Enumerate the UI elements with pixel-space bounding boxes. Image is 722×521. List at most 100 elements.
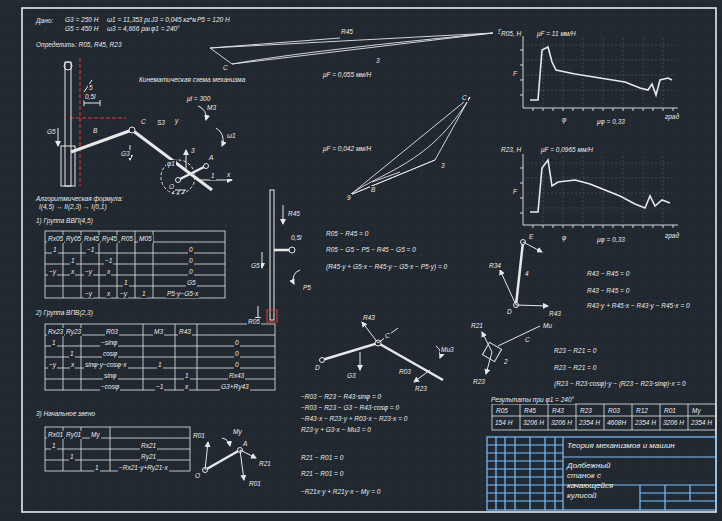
label: (R45·y + G5·x − R45·y − G5·x − P5·y) = 0 [325,263,448,271]
label: A [242,440,248,448]
label: G5 = 450 Н [64,25,99,33]
label: (R23 − R23·cosφ)·y − (R23 − R23·sinφ)·x … [553,380,687,388]
label: 2354 Н [634,419,657,427]
label: R05 [495,407,509,415]
label: 0 [234,350,240,358]
label: −y [48,361,57,369]
label: G5 [46,128,57,136]
label: R03 [105,328,119,336]
label: R05 − R45 = 0 [325,230,369,238]
label: 1 [51,442,57,450]
label: −1 [86,246,95,254]
label: y [174,117,179,125]
label: −cosφ [100,383,120,391]
label: 1 [69,453,75,461]
label: μl = 300 [186,95,211,103]
label: x [70,268,75,276]
label: 1 [210,172,216,180]
label: G5 [250,262,261,270]
label: R01 [248,480,262,488]
label: My [232,428,243,436]
label: R21 − R01 = 0 [300,454,344,462]
label: 1 [141,290,147,298]
label: Ry45 [101,235,118,243]
label: x [184,383,189,391]
label: μF = 11 мм/Н [536,30,577,38]
label: −1 [155,383,164,391]
label: −sinφ [100,339,118,347]
label: 3206 Н [662,419,685,427]
label: C [222,64,229,72]
title-cell: Долбежный станок с качающейся кулисой [564,459,640,503]
label: R45 [523,407,537,415]
label: 1 [69,350,75,358]
label: −y [48,268,57,276]
label: Ry05 [65,235,82,243]
label: P5·y−G5·x [166,290,199,298]
label: μφ = 0,33 [596,236,626,244]
label: −R43·x − R23·y + R03·x − R23·x = 0 [300,415,408,423]
label: R05 [247,318,261,326]
label: C [384,332,391,340]
label: R43 [362,314,376,322]
label: Результаты при φ1 = 240° [490,396,575,404]
label: Rx05 [47,235,64,243]
label: R43 − R45 = 0 [586,287,630,295]
label: D [506,308,513,316]
label: 4608Н [606,419,627,427]
label: S3 [156,119,166,127]
label: 2354 Н [690,419,713,427]
label: 1 [157,361,163,369]
label: Rx45 [83,235,100,243]
title-cell: Теория механизмов и машин [564,439,715,456]
label: −1 [104,257,113,265]
label: R05 − G5 − P5 − R45 − G5 = 0 [325,246,417,254]
label: 1 [52,246,58,254]
label: −R03 − R23 − G3 − R43·cosφ = 0 [300,404,400,412]
label: Дано: [35,17,54,25]
label: My [90,431,101,439]
label: O [168,183,175,191]
label: R21 [470,322,484,330]
label: R01 [192,432,206,440]
label: 0 [188,257,194,265]
label: R23 − R21 = 0 [553,364,597,372]
label: O [194,472,201,480]
label: μF = 0,055 мм/Н [322,71,372,79]
label: 0 [188,246,194,254]
label: 2 [503,358,509,366]
label: 3 [190,147,196,155]
label: град [664,113,680,121]
label: Ry21 [140,453,157,461]
label: R23 [472,378,486,386]
label: φ1 = 240° [150,25,181,33]
label: 5 [88,84,94,92]
label: x [106,290,111,298]
label: 1 [123,279,129,287]
label: 2354 Н [578,419,601,427]
label: 3 [375,57,381,65]
label: G5 [186,279,197,287]
label: F [512,70,518,78]
label: Mи3 [440,346,455,354]
label: 3) Начальное звено [35,410,96,418]
label: M3 [153,328,164,336]
label: 0 [188,268,194,276]
label: Rx01 [47,431,64,439]
label: R43 [548,310,562,318]
label: 1) Группа ВВП(4,5) [35,217,94,225]
label: −y [84,290,93,298]
label: −R21x·y + R21y·x − My = 0 [300,488,381,496]
label: R05, Н [500,30,522,38]
label: C [461,94,468,102]
label: 4 [524,270,530,278]
label: R21 [258,460,272,468]
label: P5 = 120 Н [196,16,231,24]
label: x [70,361,75,369]
label: 3206 Н [550,419,573,427]
label: R05 [120,235,134,243]
label: 0,5l [290,234,302,242]
label: μφ = 0,33 [596,118,626,126]
label: −y [119,290,128,298]
